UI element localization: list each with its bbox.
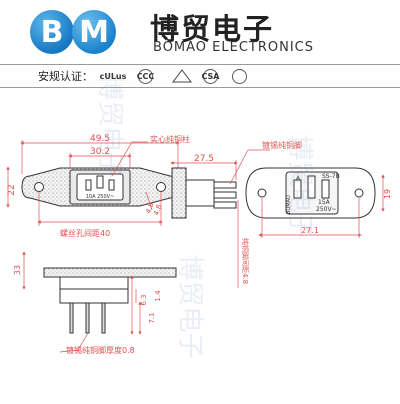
cert-label: 安规认证： — [38, 70, 93, 83]
dim-inner-width: 30.2 — [90, 147, 110, 157]
dim-outer-width: 49.5 — [90, 134, 110, 144]
front-view — [21, 167, 179, 207]
watermark-text: 博贸电子 — [174, 254, 205, 359]
dim-bottom-3: 1.4 — [154, 290, 162, 302]
technical-drawing: 博贸电子 博贸电子 博贸电子 10A 250V~ — [0, 74, 400, 400]
pin-thickness-note: 镀锡纯铜脚厚度0.8 — [66, 345, 135, 355]
logo-letter-m: M — [72, 10, 116, 54]
dim-bottom-1: 6.3 — [140, 294, 148, 305]
dim-bottom-2: 7.1 — [148, 312, 156, 323]
watermark-text: 博贸电子 — [284, 134, 315, 239]
pin-spacing-note: 纯铜脚间距4.8 — [241, 238, 250, 284]
tin-copper-note: 镀锡纯铜脚 — [262, 140, 302, 150]
ccc-cert-icon: CCC — [137, 69, 154, 84]
dim-side-width: 27.5 — [194, 154, 214, 164]
dim-bottom-height: 33 — [13, 265, 22, 275]
bottom-view — [43, 267, 177, 334]
vde-cert-icon — [172, 69, 192, 83]
logo-letter-b: B — [30, 10, 74, 54]
dim-pin-2: 4.8 — [152, 203, 163, 216]
rear-letter-a: A — [296, 175, 301, 182]
watermark-text: 博贸电子 — [94, 74, 125, 179]
solid-copper-note: 实心纯铜柱 — [150, 134, 190, 144]
dim-rear-height: 19 — [383, 189, 392, 199]
ul-cert-icon: cULus — [99, 71, 127, 81]
drawing-canvas: 10A 250V~ 49.5 30.2 22 螺丝孔间距40 实心纯铜柱 4.8… — [6, 134, 392, 355]
brand-header: B M 博贸电子 BOMAO ELECTRONICS — [0, 0, 400, 64]
rating-amp-right: 15A — [318, 199, 331, 206]
model-label: SS-7B — [322, 173, 340, 180]
cert-divider — [0, 87, 400, 88]
header-divider — [0, 64, 400, 65]
side-view — [171, 167, 237, 219]
brand-vertical: BOMAO — [286, 195, 292, 214]
dim-rear-width: 27.1 — [301, 226, 319, 235]
rating-volt-right: 250V~ — [316, 206, 337, 213]
semko-cert-icon — [232, 69, 247, 84]
rear-view — [245, 167, 376, 219]
csa-cert-icon: CSA — [202, 69, 220, 84]
company-name-en: BOMAO ELECTRONICS — [153, 40, 315, 55]
screw-pitch-note: 螺丝孔间距40 — [60, 228, 110, 238]
certification-bar: 安规认证： cULus CCC CSA — [0, 66, 400, 86]
company-name-cn: 博贸电子 — [150, 12, 275, 46]
dim-pin-1: 4.8 — [144, 201, 155, 214]
dim-front-height: 22 — [7, 184, 17, 195]
rating-label-left: 10A 250V~ — [86, 194, 115, 200]
